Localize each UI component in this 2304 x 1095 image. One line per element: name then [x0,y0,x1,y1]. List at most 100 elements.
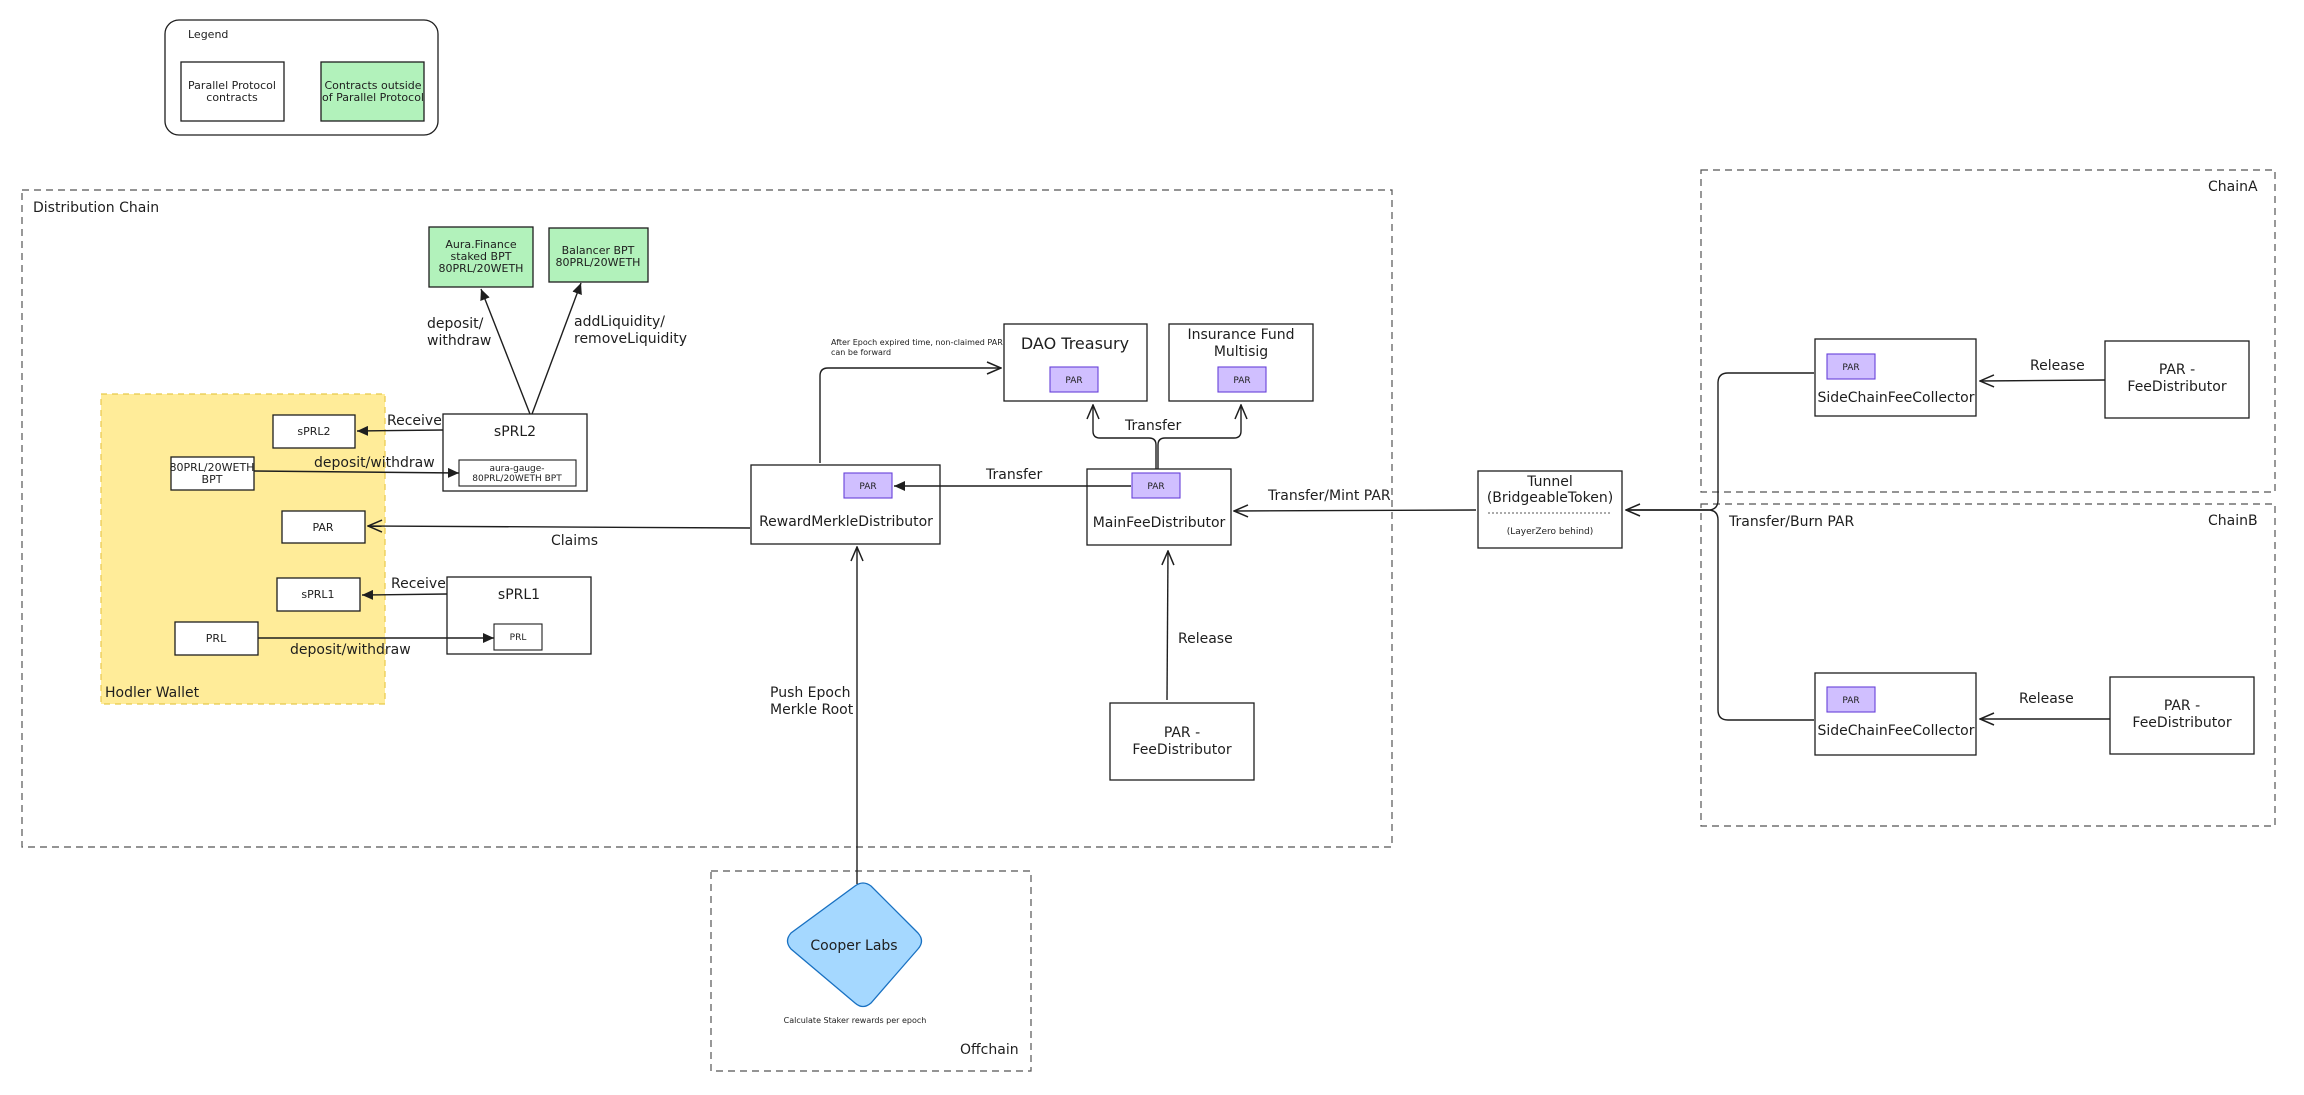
fee-distributor-a-box [2104,340,2250,419]
cooper-labs-diamond [786,882,923,1008]
side-a-par-badge [1826,353,1876,380]
tunnel-line1: Tunnel [1526,474,1573,490]
fee-distributor-a: PAR - FeeDistributor [2104,340,2250,419]
side-collector-b-box [1814,672,1977,756]
region-offchain: Offchain [710,870,1032,1072]
insurance-fund-line2: Multisig [1214,344,1268,360]
main-fee-distributor: PAR MainFeeDistributor [1086,468,1232,546]
wallet-bpt: 80PRL/20WETH BPT [170,456,255,491]
wallet-prl-box [174,621,259,656]
label-transfer-treasury: Transfer [1124,418,1182,434]
label-push-epoch-2: Merkle Root [770,702,854,718]
balancer-bpt-box [548,227,649,283]
side-a-par-badge-label: PAR [1842,363,1859,373]
fee-distributor-a-line1: PAR - [2159,362,2195,378]
dao-par-badge [1049,366,1099,393]
label-add-liquidity: addLiquidity/ [574,314,665,330]
fee-distributor-a-line2: FeeDistributor [2127,379,2226,395]
wallet-bpt-box [170,456,255,491]
label-deposit-withdraw-sprl2: deposit/withdraw [314,455,435,471]
dao-par-badge-label: PAR [1065,376,1082,386]
par-fee-distributor-box [1109,702,1255,781]
arrow-bpt-deposit [253,467,460,478]
label-transfer-reward: Transfer [985,467,1043,483]
dao-treasury-label: DAO Treasury [1021,334,1129,353]
wallet-par-label: PAR [312,521,333,534]
label-deposit-withdraw-sprl1: deposit/withdraw [290,642,411,658]
wallet-sprl2-label: sPRL2 [297,425,330,438]
region-chain-a: ChainA [1700,169,2276,493]
arrow-par-fee-release [1167,551,1168,701]
wallet-sprl1-box [276,577,361,612]
reward-distributor-label: RewardMerkleDistributor [759,514,933,530]
offchain-label: Offchain [960,1042,1019,1058]
label-epoch-note-1: After Epoch expired time, non-claimed PA… [831,338,1003,347]
reward-merkle-distributor: PAR RewardMerkleDistributor [750,464,941,545]
aura-line1: Aura.Finance [445,238,517,251]
balancer-line2: 80PRL/20WETH [556,256,641,269]
wallet-sprl2-box [272,414,356,449]
label-release-main: Release [1178,631,1233,647]
par-fee-distributor-line1: PAR - [1164,725,1200,741]
wallet-sprl1-label: sPRL1 [301,588,334,601]
tunnel-bridgeable-token: Tunnel (BridgeableToken) (LayerZero behi… [1477,470,1623,549]
label-release-b: Release [2019,691,2074,707]
connectors [253,282,2110,884]
chain-b-label: ChainB [2208,513,2258,529]
arrow-sprl1-receive [361,589,448,600]
wallet-sprl2: sPRL2 [272,414,356,449]
aura-line2: staked BPT [451,250,512,263]
arrow-main-to-insurance [1157,405,1241,469]
arrow-sprl2-receive [356,425,444,436]
arrow-sprl2-to-aura [480,288,531,415]
aura-gauge-line1: aura-gauge- [489,464,544,474]
main-par-badge [1131,472,1181,499]
cooper-labs-note: Calculate Staker rewards per epoch [784,1016,927,1025]
aura-finance-bpt-node: Aura.Finance staked BPT 80PRL/20WETH [428,226,534,288]
arrow-claims [368,526,751,528]
wallet-prl: PRL [174,621,259,656]
legend: Legend Parallel Protocol contracts Contr… [164,19,439,136]
insurance-par-badge [1217,366,1267,393]
arrow-collector-b-to-tunnel [1626,509,1814,721]
sprl1-contract: sPRL1 PRL [446,576,592,655]
balancer-line1: Balancer BPT [562,244,635,257]
side-collector-b-label: SideChainFeeCollector [1817,723,1974,739]
side-chain-fee-collector-b: PAR SideChainFeeCollector [1814,672,1977,756]
wallet-bpt-line1: 80PRL/20WETH [170,461,255,474]
label-release-a: Release [2030,358,2085,374]
prl-inner-label: PRL [510,633,527,643]
hodler-wallet-label: Hodler Wallet [105,685,200,701]
region-distribution-chain: Distribution Chain [21,189,1393,848]
legend-external-swatch [320,61,425,122]
arrow-reward-forward-dao [819,368,1001,463]
fee-distributor-b: PAR - FeeDistributor [2109,676,2255,755]
insurance-par-badge-label: PAR [1233,376,1250,386]
label-epoch-note-2: can be forward [831,348,891,357]
side-chain-fee-collector-a: PAR SideChainFeeCollector [1814,338,1977,417]
label-push-epoch-1: Push Epoch [770,685,851,701]
wallet-bpt-line2: BPT [202,473,223,486]
distribution-chain-frame [21,189,1393,848]
legend-protocol-line1: Parallel Protocol [188,79,276,92]
side-b-par-badge-label: PAR [1842,696,1859,706]
tunnel-note: (LayerZero behind) [1507,527,1594,537]
arrow-tunnel-to-main [1234,510,1477,511]
insurance-fund-line1: Insurance Fund [1187,327,1294,343]
offchain-frame [710,870,1032,1072]
par-fee-distributor-line2: FeeDistributor [1132,742,1231,758]
tunnel-line2: (BridgeableToken) [1487,490,1613,506]
distribution-chain-label: Distribution Chain [33,200,159,216]
side-b-par-badge [1826,686,1876,713]
prl-inner-box [493,623,543,651]
arrow-release-a [1980,380,2106,381]
dao-treasury: DAO Treasury PAR [1003,323,1148,402]
edge-labels: deposit/ withdraw addLiquidity/ removeLi… [290,314,2085,718]
chain-a-frame [1700,169,2276,493]
wallet-sprl1: sPRL1 [276,577,361,612]
label-transfer-mint: Transfer/Mint PAR [1267,488,1391,504]
wallet-par-box [281,510,366,544]
legend-external-line1: Contracts outside [324,79,421,92]
label-deposit-withdraw-2: withdraw [427,333,491,349]
